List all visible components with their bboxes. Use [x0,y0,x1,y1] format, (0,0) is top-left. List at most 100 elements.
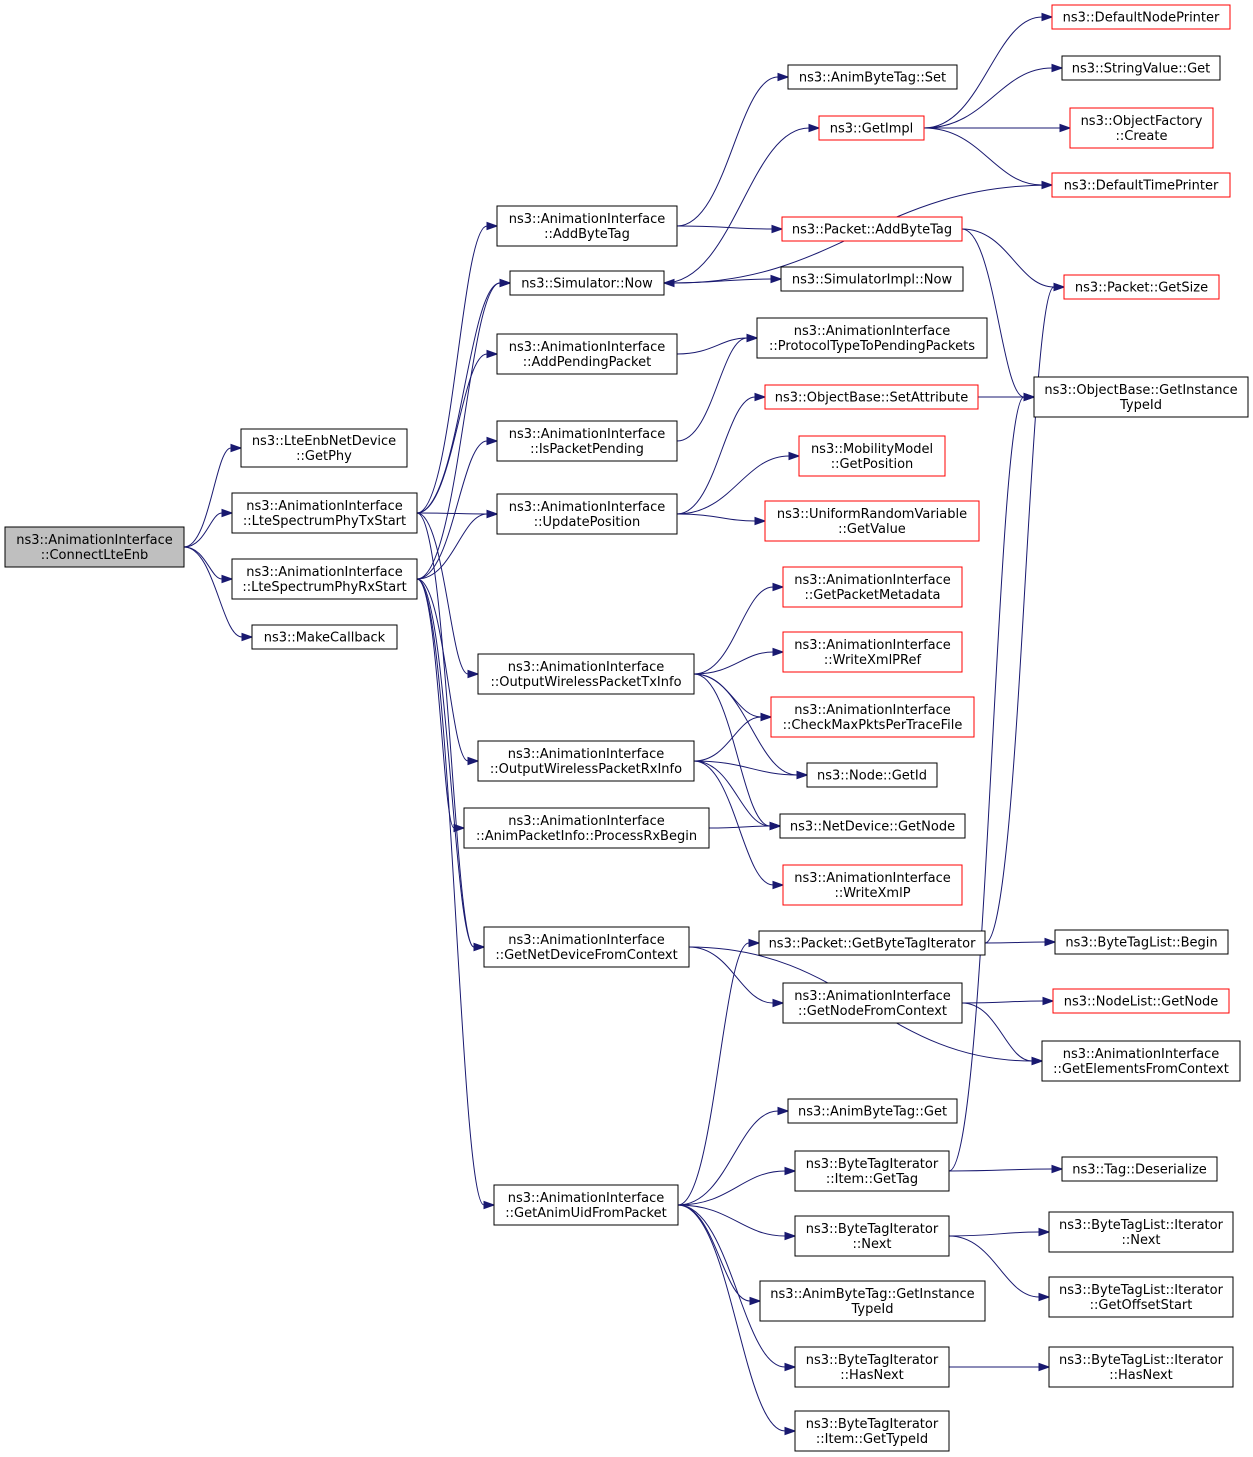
node-addpending[interactable]: ns3::AnimationInterface::AddPendingPacke… [496,333,678,375]
edge-line [693,716,762,762]
node-pktgetsize[interactable]: ns3::Packet::GetSize [1063,274,1220,300]
node-getimpl[interactable]: ns3::GetImpl [818,115,925,141]
node-getvalue[interactable]: ns3::UniformRandomVariable::GetValue [764,500,980,542]
node-label: ::AnimPacketInfo::ProcessRxBegin [476,829,697,844]
node-btihasnext[interactable]: ns3::ByteTagIterator::HasNext [794,1346,950,1388]
node-getposition[interactable]: ns3::MobilityModel::GetPosition [798,435,946,477]
edge-outtx-to-getpktmeta [693,582,785,675]
node-prototype[interactable]: ns3::AnimationInterface::ProtocolTypeToP… [756,317,988,359]
node-defnodeprinter[interactable]: ns3::DefaultNodePrinter [1051,4,1231,30]
edge-arrowhead [486,349,499,359]
edge-line [923,67,1053,129]
node-box [794,1346,950,1388]
edge-connect-to-txstart [183,508,234,548]
edge-updatepos-to-setattr [676,392,767,515]
edge-line [923,127,1043,186]
edge-arrowhead [772,582,785,592]
node-itemgettypeid[interactable]: ns3::ByteTagIterator::Item::GetTypeId [794,1410,950,1452]
node-label: ns3::Packet::GetSize [1075,281,1208,296]
node-simnow[interactable]: ns3::Simulator::Now [509,270,665,296]
edge-line [693,760,774,886]
edge-arrowhead [662,278,675,288]
node-writexmlp[interactable]: ns3::AnimationInterface::WriteXmlP [782,864,963,906]
node-box [1041,1040,1241,1082]
node-btlithasnext[interactable]: ns3::ByteTagList::Iterator::HasNext [1048,1346,1234,1388]
edge-outrx-to-writexmlp [693,760,785,890]
node-animbytetagget[interactable]: ns3::AnimByteTag::Get [787,1098,958,1124]
edge-line [708,825,771,829]
edge-arrowhead [754,516,767,526]
node-processrx[interactable]: ns3::AnimationInterface::AnimPacketInfo:… [463,807,710,849]
node-box [496,420,678,462]
edge-arrowhead [784,1362,797,1372]
node-netdevgetnode[interactable]: ns3::NetDevice::GetNode [779,813,966,839]
edge-line [416,578,455,829]
node-getpktmeta[interactable]: ns3::AnimationInterface::GetPacketMetada… [782,566,963,608]
node-objfactorycreate[interactable]: ns3::ObjectFactory::Create [1069,107,1214,149]
node-getelements[interactable]: ns3::AnimationInterface::GetElementsFrom… [1041,1040,1241,1082]
edge-getanimuid-to-animbytetagget [677,1106,790,1206]
edge-arrowhead [784,1426,797,1436]
node-nodegetid[interactable]: ns3::Node::GetId [806,762,938,788]
edge-arrowhead [486,436,499,446]
node-label: TypeId [851,1302,894,1317]
node-getnetdev[interactable]: ns3::AnimationInterface::GetNetDeviceFro… [483,926,690,968]
node-simimplnow[interactable]: ns3::SimulatorImpl::Now [780,266,964,292]
node-updatepos[interactable]: ns3::AnimationInterface::UpdatePosition [496,493,678,535]
node-label: ::OutputWirelessPacketTxInfo [490,675,681,690]
node-label: ::AddByteTag [544,227,630,242]
node-nodelistgetnode[interactable]: ns3::NodeList::GetNode [1052,988,1230,1014]
node-btinext[interactable]: ns3::ByteTagIterator::Next [794,1215,950,1257]
node-getphy[interactable]: ns3::LteEnbNetDevice::GetPhy [240,428,408,468]
node-outtx[interactable]: ns3::AnimationInterface::OutputWirelessP… [477,653,695,695]
edge-line [948,396,1025,1172]
node-itemgettag[interactable]: ns3::ByteTagIterator::Item::GetTag [794,1150,950,1192]
edge-getanimuid-to-btinext [677,1204,797,1241]
edge-line [416,578,469,762]
node-box [1048,1346,1234,1388]
node-ispending[interactable]: ns3::AnimationInterface::IsPacketPending [496,420,678,462]
node-box [496,205,678,247]
edge-line [416,512,475,948]
node-animbytetagset[interactable]: ns3::AnimByteTag::Set [787,64,958,90]
node-checkmax[interactable]: ns3::AnimationInterface::CheckMaxPktsPer… [770,696,975,738]
edge-txstart-to-addpending [416,349,499,514]
node-getanimuid[interactable]: ns3::AnimationInterface::GetAnimUidFromP… [493,1184,679,1226]
edge-line [688,946,774,1004]
node-tagdeserialize[interactable]: ns3::Tag::Deserialize [1061,1156,1218,1182]
edge-line [183,512,223,548]
node-btlitnext[interactable]: ns3::ByteTagList::Iterator::Next [1048,1211,1234,1253]
node-deftimeprinter[interactable]: ns3::DefaultTimePrinter [1051,172,1231,198]
node-label: ns3::ByteTagList::Begin [1065,936,1217,951]
node-box [251,624,398,650]
node-label: ns3::ByteTagIterator [806,1157,939,1172]
node-btlbegin[interactable]: ns3::ByteTagList::Begin [1054,929,1229,955]
node-addbytetag[interactable]: ns3::AnimationInterface::AddByteTag [496,205,678,247]
node-label: ns3::AnimationInterface [509,340,666,355]
node-label: ns3::AnimationInterface [509,427,666,442]
node-getnodectx[interactable]: ns3::AnimationInterface::GetNodeFromCont… [782,982,963,1024]
node-outrx[interactable]: ns3::AnimationInterface::OutputWirelessP… [477,740,695,782]
edge-connect-to-makecb [183,546,254,642]
node-pktaddbytetag[interactable]: ns3::Packet::AddByteTag [781,216,963,242]
node-label: ns3::ByteTagList::Iterator [1059,1283,1224,1298]
node-connect[interactable]: ns3::AnimationInterface::ConnectLteEnb [4,526,185,568]
node-label: ::CheckMaxPktsPerTraceFile [783,718,963,733]
node-setattr[interactable]: ns3::ObjectBase::SetAttribute [764,384,979,410]
node-writexmlpref[interactable]: ns3::AnimationInterface::WriteXmlPRef [782,631,963,673]
node-stringvalueget[interactable]: ns3::StringValue::Get [1061,55,1221,81]
node-label: ns3::GetImpl [830,122,914,137]
node-label: ::Create [1116,129,1168,144]
edge-line [984,286,1055,944]
node-rxstart[interactable]: ns3::AnimationInterface::LteSpectrumPhyR… [231,558,418,600]
edge-rxstart-to-outrx [416,578,480,766]
node-btlitoffset[interactable]: ns3::ByteTagList::Iterator::GetOffsetSta… [1048,1276,1234,1318]
node-label: ns3::AnimationInterface [246,499,403,514]
node-label: ns3::Simulator::Now [521,277,653,292]
node-getbytetagit[interactable]: ns3::Packet::GetByteTagIterator [758,930,986,956]
node-txstart[interactable]: ns3::AnimationInterface::LteSpectrumPhyT… [231,492,418,534]
node-makecb[interactable]: ns3::MakeCallback [251,624,398,650]
